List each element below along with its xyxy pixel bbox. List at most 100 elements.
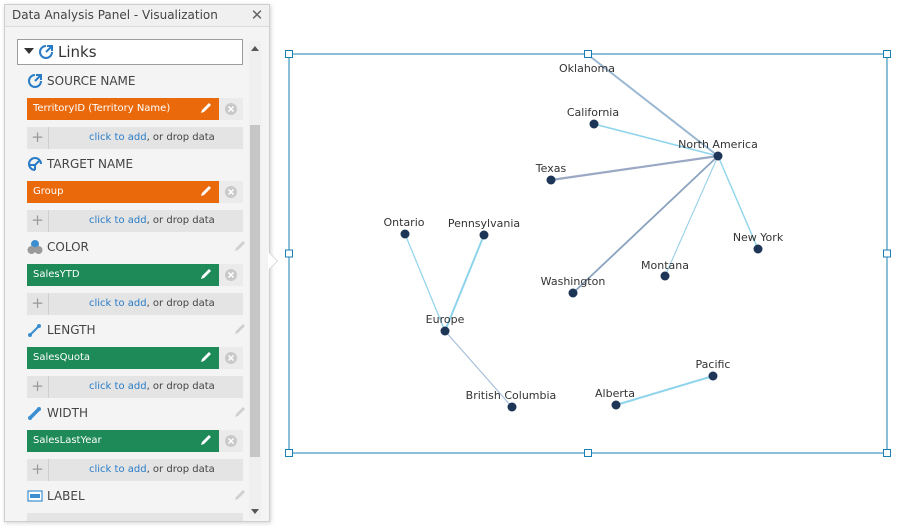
node-dot[interactable] <box>546 175 556 185</box>
remove-button[interactable] <box>219 347 243 369</box>
pencil-icon[interactable] <box>233 488 247 502</box>
close-button[interactable]: ✕ <box>249 5 265 25</box>
pencil-icon[interactable] <box>233 322 247 336</box>
node-pacific[interactable]: Pacific <box>696 358 731 381</box>
plus-icon[interactable]: + <box>27 376 49 398</box>
remove-icon <box>225 435 237 447</box>
pencil-icon[interactable] <box>199 267 213 281</box>
length-drop-zone[interactable]: + click to add, or drop data <box>27 376 243 398</box>
node-pennsylvania[interactable]: Pennsylvania <box>448 217 520 240</box>
pencil-icon[interactable] <box>199 184 213 198</box>
plus-icon[interactable]: + <box>27 127 49 149</box>
node-dot[interactable] <box>713 151 723 161</box>
remove-icon <box>225 103 237 115</box>
remove-button[interactable] <box>219 264 243 286</box>
scroll-thumb[interactable] <box>250 125 260 457</box>
node-washington[interactable]: Washington <box>541 275 606 298</box>
drop-hint-text: , or drop data <box>146 464 215 475</box>
pencil-icon[interactable] <box>199 433 213 447</box>
link-europe-ontario[interactable] <box>404 233 446 332</box>
target-name-chip[interactable]: Group <box>27 181 243 203</box>
node-dot[interactable] <box>507 402 517 412</box>
selection-frame[interactable] <box>285 50 891 457</box>
resize-handle-bottom[interactable] <box>584 449 592 457</box>
node-texas[interactable]: Texas <box>535 162 567 185</box>
link-north-america-new-york[interactable] <box>717 155 759 250</box>
source-name-chip[interactable]: TerritoryID (Territory Name) <box>27 98 243 120</box>
node-dot[interactable] <box>568 288 578 298</box>
target-name-drop-zone[interactable]: + click to add, or drop data <box>27 210 243 232</box>
panel-header[interactable]: Data Analysis Panel - Visualization ✕ <box>5 5 269 27</box>
scroll-down-icon[interactable] <box>251 509 259 514</box>
length-chip[interactable]: SalesQuota <box>27 347 243 369</box>
link-europe-pennsylvania[interactable] <box>444 234 485 332</box>
node-montana[interactable]: Montana <box>641 259 689 281</box>
pencil-icon[interactable] <box>233 405 247 419</box>
link-north-america-california[interactable] <box>593 123 719 157</box>
data-analysis-panel: Data Analysis Panel - Visualization ✕ Li… <box>4 4 270 522</box>
panel-scrollbar[interactable] <box>249 41 261 519</box>
remove-icon <box>225 352 237 364</box>
resize-handle-bottom-left[interactable] <box>285 449 293 457</box>
label-drop-zone[interactable] <box>27 513 243 521</box>
resize-handle-bottom-right[interactable] <box>883 449 891 457</box>
node-label: Pennsylvania <box>448 217 520 230</box>
pencil-icon[interactable] <box>233 239 247 253</box>
node-north-america[interactable]: North America <box>678 138 758 161</box>
node-dot[interactable] <box>589 119 599 129</box>
pencil-icon[interactable] <box>199 350 213 364</box>
node-dot[interactable] <box>753 244 763 254</box>
plus-icon[interactable]: + <box>27 210 49 232</box>
node-europe[interactable]: Europe <box>426 313 465 336</box>
link-north-america-montana[interactable] <box>664 155 719 277</box>
width-drop-zone[interactable]: + click to add, or drop data <box>27 459 243 481</box>
resize-handle-right[interactable] <box>883 249 891 258</box>
node-dot[interactable] <box>660 271 670 281</box>
node-california[interactable]: California <box>567 106 619 129</box>
node-dot[interactable] <box>708 371 718 381</box>
click-to-add-link[interactable]: click to add <box>89 381 147 392</box>
drop-hint-text: , or drop data <box>146 132 215 143</box>
links-section-toggle[interactable]: Links <box>17 39 243 65</box>
node-dot[interactable] <box>400 229 410 239</box>
node-british-columbia[interactable]: British Columbia <box>466 389 557 412</box>
source-name-drop-zone[interactable]: + click to add, or drop data <box>27 127 243 149</box>
resize-handle-top-right[interactable] <box>883 50 891 58</box>
resize-handle-top[interactable] <box>584 50 592 58</box>
pencil-icon[interactable] <box>199 101 213 115</box>
node-label: Montana <box>641 259 689 272</box>
scroll-up-icon[interactable] <box>251 46 259 51</box>
node-label: North America <box>678 138 758 151</box>
node-dot[interactable] <box>479 230 489 240</box>
node-oklahoma[interactable]: Oklahoma <box>559 62 615 75</box>
link-north-america-washington[interactable] <box>572 155 719 294</box>
color-circles-icon <box>27 240 43 254</box>
resize-handle-top-left[interactable] <box>285 50 293 58</box>
link-north-america-oklahoma[interactable] <box>586 53 719 157</box>
node-ontario[interactable]: Ontario <box>384 216 425 239</box>
color-drop-zone[interactable]: + click to add, or drop data <box>27 293 243 315</box>
plus-icon[interactable]: + <box>27 459 49 481</box>
remove-button[interactable] <box>219 98 243 120</box>
node-new-york[interactable]: New York <box>733 231 784 254</box>
color-chip[interactable]: SalesYTD <box>27 264 243 286</box>
link-north-america-texas[interactable] <box>550 154 719 182</box>
node-alberta[interactable]: Alberta <box>595 387 635 410</box>
click-to-add-link[interactable]: click to add <box>89 464 147 475</box>
click-to-add-link[interactable]: click to add <box>89 298 147 309</box>
field-label-text: COLOR <box>47 240 89 254</box>
resize-handle-left[interactable] <box>285 249 293 258</box>
link-europe-british-columbia[interactable] <box>444 330 513 408</box>
node-dot[interactable] <box>440 326 450 336</box>
remove-button[interactable] <box>219 181 243 203</box>
plus-icon[interactable]: + <box>27 293 49 315</box>
remove-button[interactable] <box>219 430 243 452</box>
field-label-text: TARGET NAME <box>47 157 134 171</box>
click-to-add-link[interactable]: click to add <box>89 215 147 226</box>
click-to-add-link[interactable]: click to add <box>89 132 147 143</box>
node-dot[interactable] <box>611 400 621 410</box>
link-pacific-alberta[interactable] <box>615 375 714 406</box>
remove-icon <box>225 186 237 198</box>
width-chip[interactable]: SalesLastYear <box>27 430 243 452</box>
